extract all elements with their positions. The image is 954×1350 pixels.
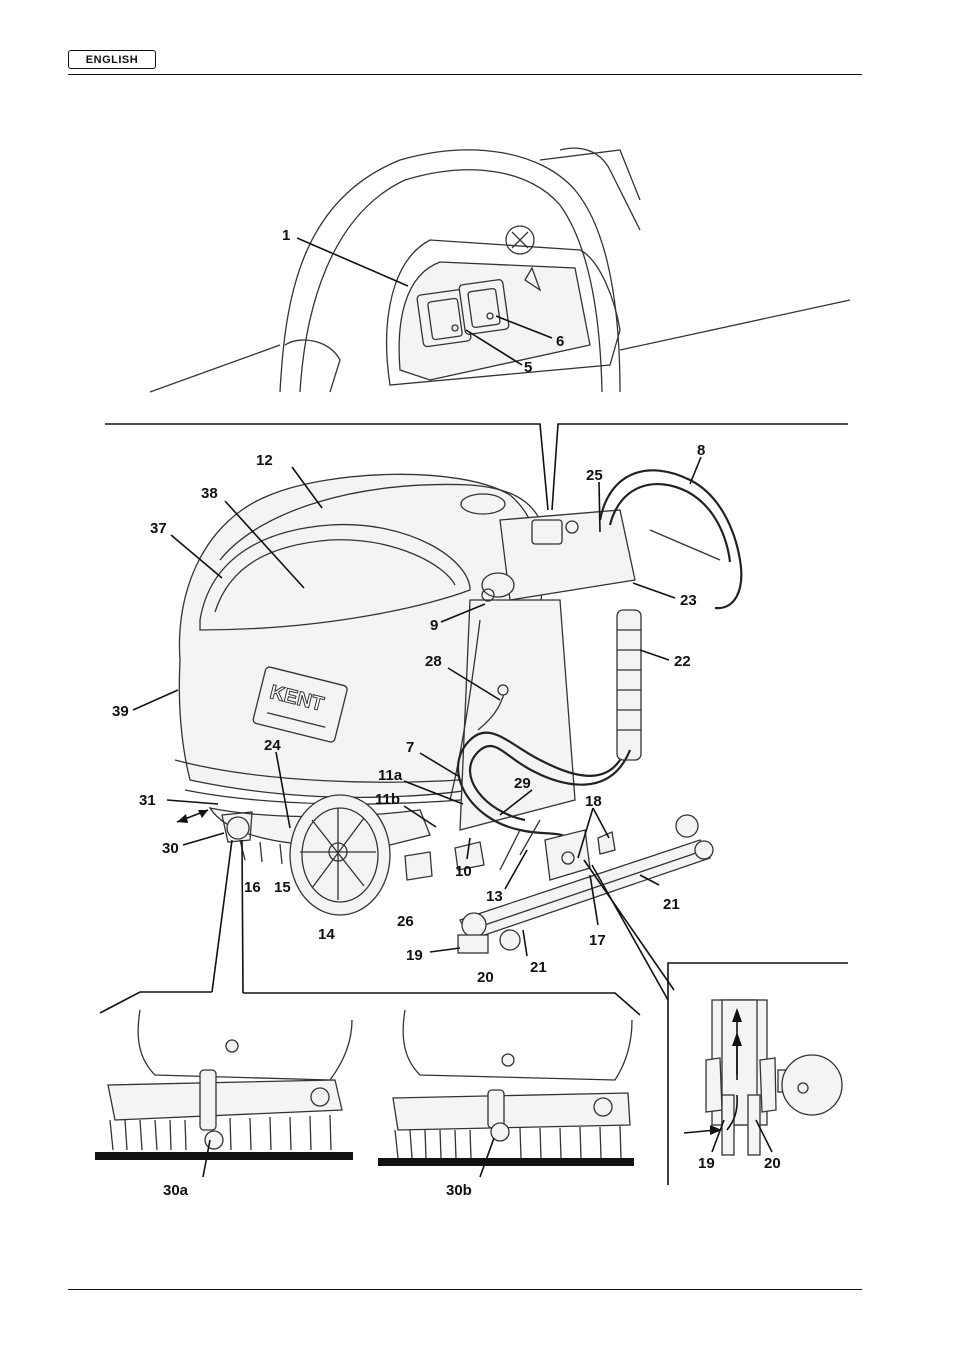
leader-line bbox=[639, 649, 670, 661]
callout-38: 38 bbox=[201, 485, 218, 502]
callout-20: 20 bbox=[477, 969, 494, 986]
callout-30b: 30b bbox=[446, 1182, 472, 1199]
leader-line bbox=[403, 780, 464, 805]
leader-line bbox=[211, 839, 233, 993]
detail-30b bbox=[378, 1009, 634, 1166]
leader-line bbox=[170, 534, 223, 579]
callout-12: 12 bbox=[256, 452, 273, 469]
callout-5: 5 bbox=[524, 359, 532, 376]
footer-rule bbox=[68, 1289, 862, 1290]
callout-11b: 11b bbox=[375, 791, 400, 808]
leader-line bbox=[182, 832, 225, 846]
leader-line bbox=[755, 1119, 773, 1153]
leader-line bbox=[504, 849, 528, 890]
callout-37: 37 bbox=[150, 520, 167, 537]
detail-19-20 bbox=[667, 962, 848, 1185]
leader-5 bbox=[465, 329, 523, 366]
leader-line bbox=[689, 456, 702, 485]
leader-line bbox=[577, 807, 594, 859]
callout-18: 18 bbox=[585, 793, 602, 810]
callout-8: 8 bbox=[697, 442, 705, 459]
callout-25: 25 bbox=[586, 467, 603, 484]
callout-20-detail: 20 bbox=[764, 1155, 781, 1172]
callout-15: 15 bbox=[274, 879, 291, 896]
leader-line bbox=[711, 1119, 725, 1153]
leader-line bbox=[447, 667, 501, 701]
control-panel-detail bbox=[149, 147, 851, 393]
callout-17: 17 bbox=[589, 932, 606, 949]
leader-line bbox=[132, 689, 179, 711]
callout-6: 6 bbox=[556, 333, 564, 350]
leader-line bbox=[440, 603, 486, 623]
leader-6 bbox=[495, 315, 553, 339]
leader-line bbox=[466, 837, 471, 860]
callout-22: 22 bbox=[674, 653, 691, 670]
leader-line bbox=[224, 500, 305, 589]
leader-line bbox=[591, 864, 669, 1001]
callout-21-right: 21 bbox=[663, 896, 680, 913]
frame-left bbox=[105, 423, 549, 511]
leader-line bbox=[166, 799, 219, 805]
callout-7: 7 bbox=[406, 739, 414, 756]
callout-21-bottom: 21 bbox=[530, 959, 547, 976]
machine-body: KENT bbox=[174, 469, 743, 954]
leader-line bbox=[639, 874, 660, 886]
leader-line bbox=[726, 1094, 738, 1131]
callout-1: 1 bbox=[282, 227, 290, 244]
leader-line bbox=[632, 582, 676, 599]
leader-line bbox=[241, 839, 244, 994]
leader-line bbox=[667, 962, 848, 1185]
leader-line bbox=[99, 991, 212, 1014]
leader-line bbox=[403, 805, 437, 828]
header-rule bbox=[68, 74, 862, 75]
leader-line bbox=[583, 859, 675, 991]
callout-28: 28 bbox=[425, 653, 442, 670]
callout-9: 9 bbox=[430, 617, 438, 634]
callout-29: 29 bbox=[514, 775, 531, 792]
leader-line bbox=[202, 1139, 211, 1178]
frame-right bbox=[551, 423, 848, 511]
callout-14: 14 bbox=[318, 926, 335, 943]
callout-19: 19 bbox=[406, 947, 423, 964]
callout-19-detail: 19 bbox=[698, 1155, 715, 1172]
callout-10: 10 bbox=[455, 863, 472, 880]
leader-line bbox=[598, 481, 601, 533]
leader-line bbox=[291, 466, 323, 509]
callout-26: 26 bbox=[397, 913, 414, 930]
leader-line bbox=[499, 789, 533, 816]
callout-31: 31 bbox=[139, 792, 156, 809]
leader-line bbox=[275, 751, 291, 829]
callout-39: 39 bbox=[112, 703, 129, 720]
leader-line bbox=[522, 929, 528, 957]
callout-23: 23 bbox=[680, 592, 697, 609]
leader-1 bbox=[296, 237, 409, 287]
callout-24: 24 bbox=[264, 737, 281, 754]
detail-30a bbox=[95, 1009, 353, 1160]
leader-line bbox=[429, 947, 461, 953]
callout-16: 16 bbox=[244, 879, 261, 896]
callout-30a: 30a bbox=[163, 1182, 189, 1199]
leader-line bbox=[419, 752, 459, 777]
language-badge: ENGLISH bbox=[68, 50, 156, 69]
callout-30: 30 bbox=[162, 840, 179, 857]
leader-line bbox=[589, 874, 599, 926]
callout-13: 13 bbox=[486, 888, 503, 905]
leader-line bbox=[592, 807, 610, 839]
callout-11a: 11a bbox=[378, 767, 403, 784]
leader-line bbox=[243, 992, 641, 1016]
leader-line bbox=[479, 1137, 495, 1178]
